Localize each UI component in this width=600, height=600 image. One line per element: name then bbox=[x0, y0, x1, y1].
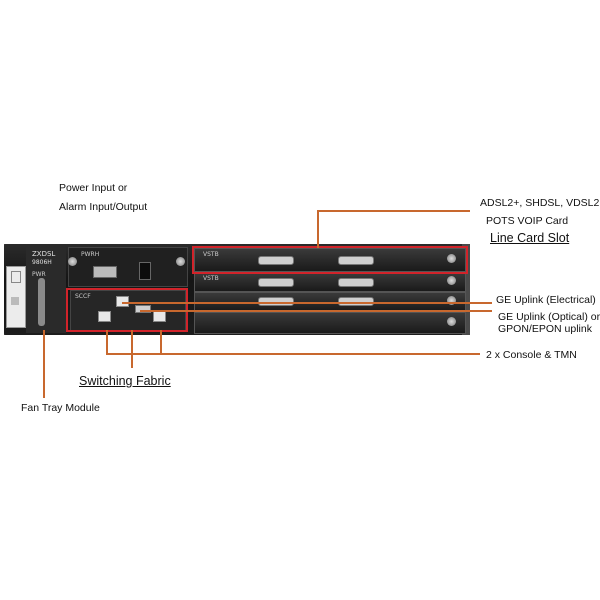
fan-tray-label-icon bbox=[11, 297, 19, 305]
slot-tag: VSTB bbox=[203, 275, 219, 282]
card-tag: PWR bbox=[32, 271, 46, 278]
slot-tag: VSTB bbox=[203, 251, 219, 258]
leader-line bbox=[317, 210, 470, 212]
power-label-line-2: Alarm Input/Output bbox=[59, 201, 148, 213]
leader-line bbox=[106, 353, 480, 355]
leader-line bbox=[122, 302, 492, 304]
line-card-slot-1: VSTB bbox=[194, 248, 466, 272]
model-plate: ZXDSL 9806H PWR bbox=[26, 247, 66, 333]
fan-tray-handle-icon bbox=[11, 271, 21, 283]
fan-tray-module bbox=[6, 266, 26, 328]
screw-icon bbox=[68, 257, 77, 266]
fan-tray-handle bbox=[38, 278, 45, 326]
ge-optical-label-line-2: GPON/EPON uplink bbox=[498, 323, 592, 335]
line-card-slot-2: VSTB bbox=[194, 272, 466, 292]
leader-line bbox=[160, 330, 162, 354]
switching-fabric-heading: Switching Fabric bbox=[79, 374, 171, 388]
model-line-2: 9806H bbox=[32, 259, 52, 266]
fan-tray-label: Fan Tray Module bbox=[21, 402, 100, 414]
screw-icon bbox=[447, 317, 456, 326]
line-connector-icon bbox=[338, 256, 374, 265]
screw-icon bbox=[447, 296, 456, 305]
line-connector-icon bbox=[258, 278, 294, 287]
model-line-1: ZXDSL bbox=[32, 250, 56, 258]
rack-ear-right bbox=[462, 244, 470, 335]
ge-electrical-label: GE Uplink (Electrical) bbox=[496, 294, 596, 306]
line-card-highlight bbox=[192, 246, 468, 274]
control-tag: SCCF bbox=[75, 293, 91, 300]
line-card-slot-4 bbox=[194, 312, 466, 334]
leader-line bbox=[43, 330, 45, 398]
line-connector-icon bbox=[338, 297, 374, 306]
power-connector-icon bbox=[93, 266, 117, 278]
screw-icon bbox=[447, 254, 456, 263]
console-label: 2 x Console & TMN bbox=[486, 349, 577, 361]
line-card-slot-heading: Line Card Slot bbox=[490, 231, 570, 245]
optical-port bbox=[135, 305, 151, 313]
adsl-label-line-2: POTS VOIP Card bbox=[486, 215, 569, 227]
leader-line bbox=[106, 330, 108, 354]
line-connector-icon bbox=[258, 256, 294, 265]
screw-icon bbox=[447, 276, 456, 285]
power-switch-icon bbox=[139, 262, 151, 280]
ge-optical-label-line-1: GE Uplink (Optical) or bbox=[498, 311, 600, 323]
line-connector-icon bbox=[258, 297, 294, 306]
adsl-label-line-1: ADSL2+, SHDSL, VDSL2, bbox=[480, 197, 600, 209]
power-module: PWRH bbox=[68, 247, 188, 287]
line-connector-icon bbox=[338, 278, 374, 287]
power-tag: PWRH bbox=[81, 251, 100, 258]
ge-electrical-port bbox=[116, 296, 129, 307]
leader-line bbox=[131, 330, 133, 368]
leader-line bbox=[317, 210, 319, 248]
screw-icon bbox=[176, 257, 185, 266]
console-port bbox=[98, 311, 111, 322]
power-label-line-1: Power Input or bbox=[59, 182, 128, 194]
leader-line bbox=[140, 310, 492, 312]
